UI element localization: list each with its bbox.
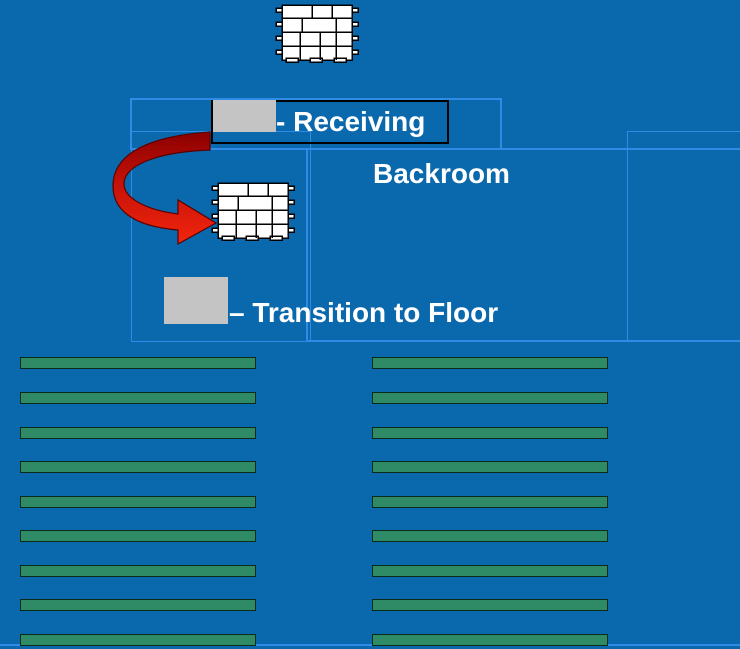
shelf: [20, 530, 256, 542]
shelving-right: [372, 0, 608, 649]
right-area-outline: [627, 131, 740, 342]
shelf: [372, 392, 608, 404]
redaction-box: [213, 100, 276, 132]
backroom-label: Backroom: [373, 158, 510, 189]
shelf: [372, 461, 608, 473]
shelf: [372, 599, 608, 611]
receiving-label-box: [211, 100, 449, 144]
shelf: [20, 461, 256, 473]
shelf: [372, 496, 608, 508]
redaction-box: [164, 277, 228, 324]
pallet-icon: [275, 4, 359, 63]
shelf: [20, 496, 256, 508]
floor-line: [0, 644, 740, 646]
shelf: [20, 427, 256, 439]
shelf: [20, 634, 256, 646]
shelf: [372, 427, 608, 439]
receiving-label: - Receiving: [276, 106, 426, 137]
curved-arrow-icon: [112, 131, 218, 246]
shelf: [372, 357, 608, 369]
shelf: [20, 599, 256, 611]
pallet-icon: [211, 182, 295, 241]
shelf: [20, 565, 256, 577]
transition-label: – Transition to Floor: [229, 297, 499, 328]
shelf: [372, 565, 608, 577]
backroom-area-outline: [306, 148, 740, 342]
shelving-left: [20, 0, 256, 649]
shelf: [372, 530, 608, 542]
shelf: [20, 392, 256, 404]
shelf: [20, 357, 256, 369]
shelf: [372, 634, 608, 646]
